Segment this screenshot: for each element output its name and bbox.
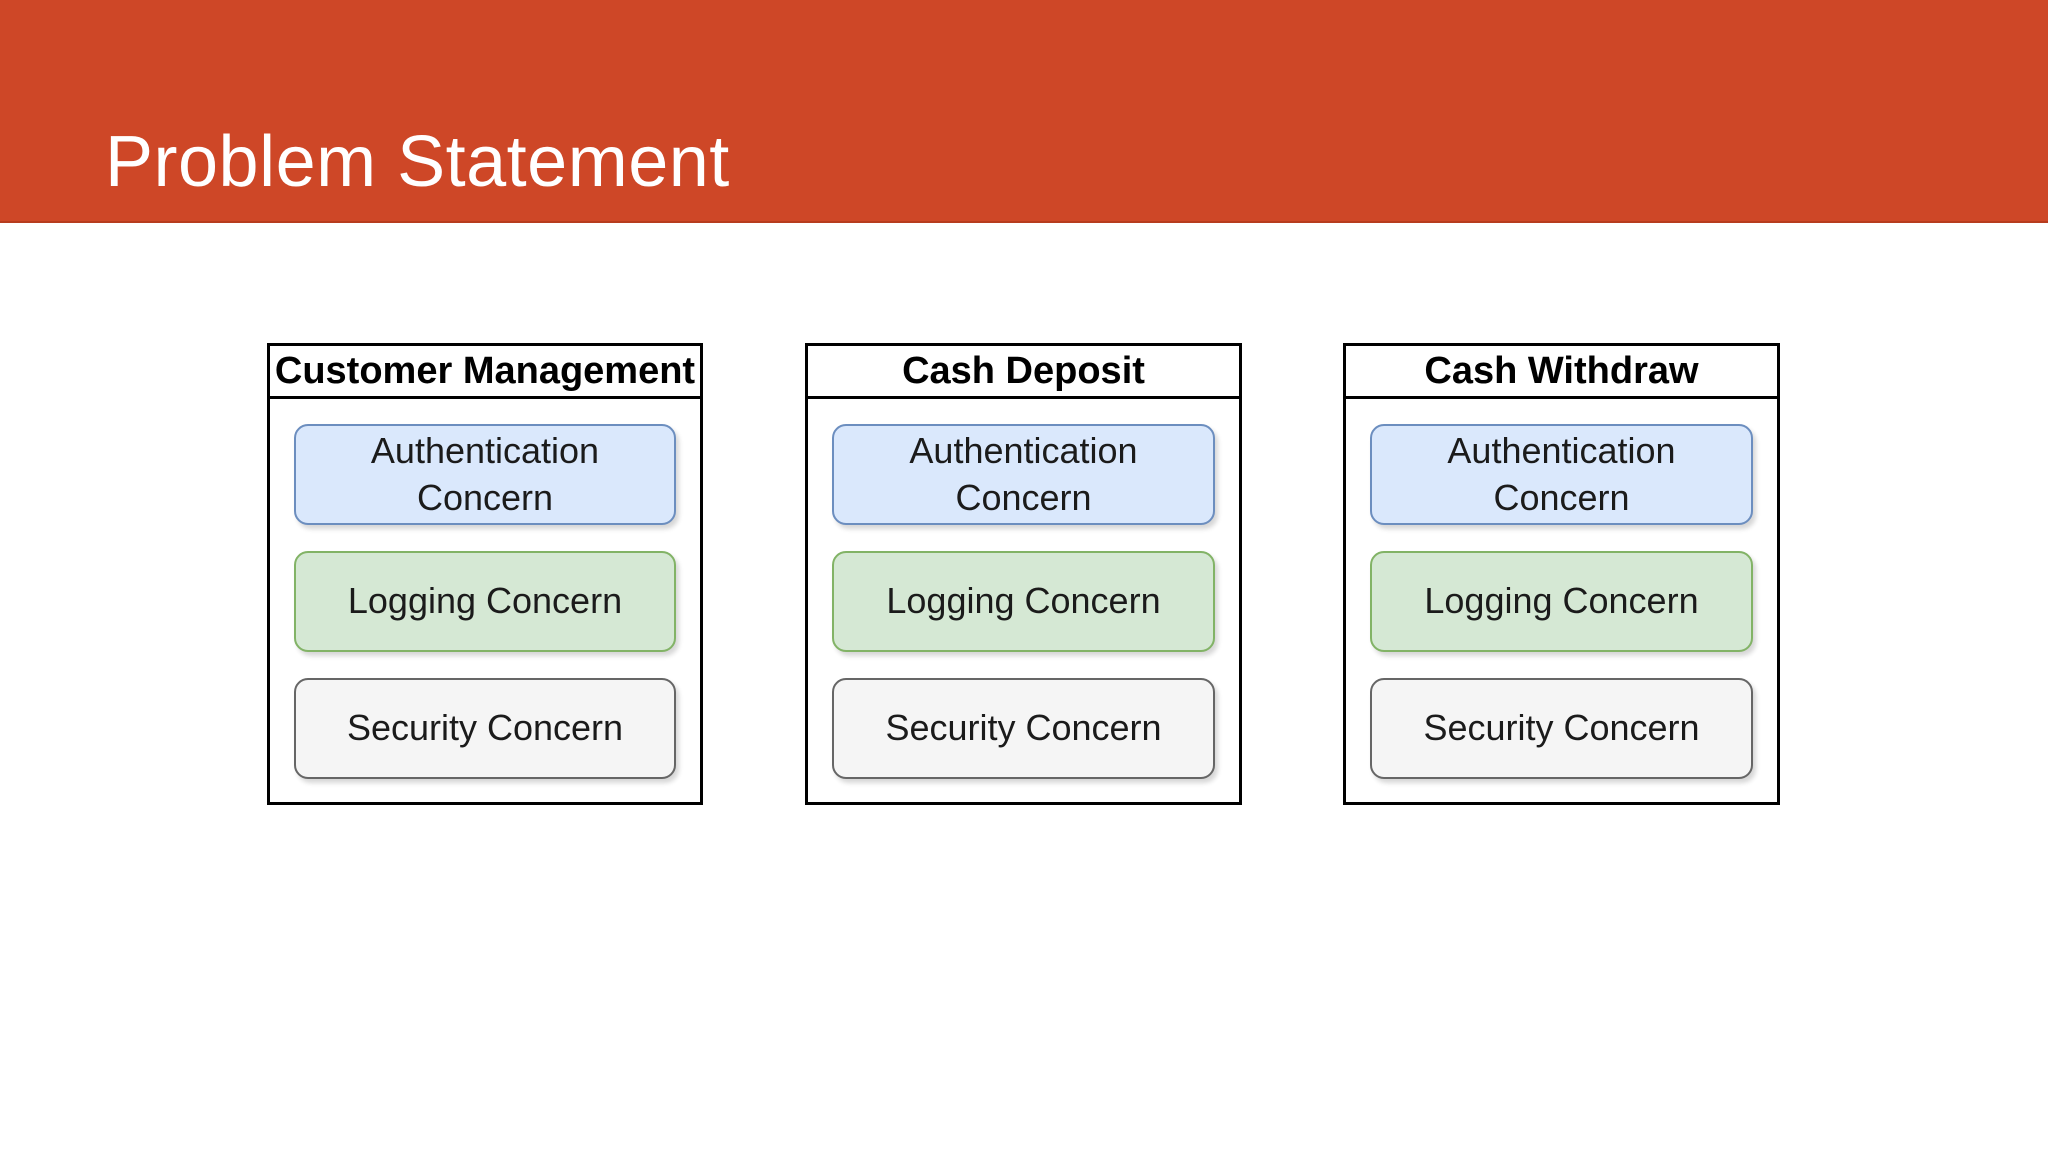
concern-box-logging: Logging Concern — [832, 551, 1215, 652]
concern-label: Logging Concern — [1424, 580, 1699, 622]
module-title: Cash Withdraw — [1346, 346, 1777, 399]
concern-box-security: Security Concern — [294, 678, 676, 779]
module-box-cash-deposit: Cash Deposit Authentication Concern Logg… — [805, 343, 1242, 805]
concern-label: Authentication Concern — [909, 429, 1138, 518]
concern-box-security: Security Concern — [1370, 678, 1753, 779]
concern-label: Authentication Concern — [370, 429, 600, 518]
module-box-customer-management: Customer Management Authentication Conce… — [267, 343, 703, 805]
slide-header: Problem Statement — [0, 0, 2048, 223]
module-body: Authentication Concern Logging Concern S… — [270, 399, 700, 802]
concern-box-logging: Logging Concern — [294, 551, 676, 652]
module-body: Authentication Concern Logging Concern S… — [808, 399, 1239, 802]
concern-label: Logging Concern — [886, 580, 1161, 622]
concern-label: Security Concern — [346, 707, 624, 749]
concern-label: Authentication Concern — [1447, 429, 1676, 518]
concern-label: Security Concern — [885, 707, 1162, 749]
module-body: Authentication Concern Logging Concern S… — [1346, 399, 1777, 802]
module-title: Customer Management — [270, 346, 700, 399]
concern-box-authentication: Authentication Concern — [294, 424, 676, 525]
module-title: Cash Deposit — [808, 346, 1239, 399]
concern-label: Security Concern — [1423, 707, 1700, 749]
concern-box-logging: Logging Concern — [1370, 551, 1753, 652]
concern-box-authentication: Authentication Concern — [1370, 424, 1753, 525]
concern-box-security: Security Concern — [832, 678, 1215, 779]
module-box-cash-withdraw: Cash Withdraw Authentication Concern Log… — [1343, 343, 1780, 805]
concern-label: Logging Concern — [347, 580, 623, 622]
slide-title: Problem Statement — [105, 121, 730, 202]
concern-box-authentication: Authentication Concern — [832, 424, 1215, 525]
